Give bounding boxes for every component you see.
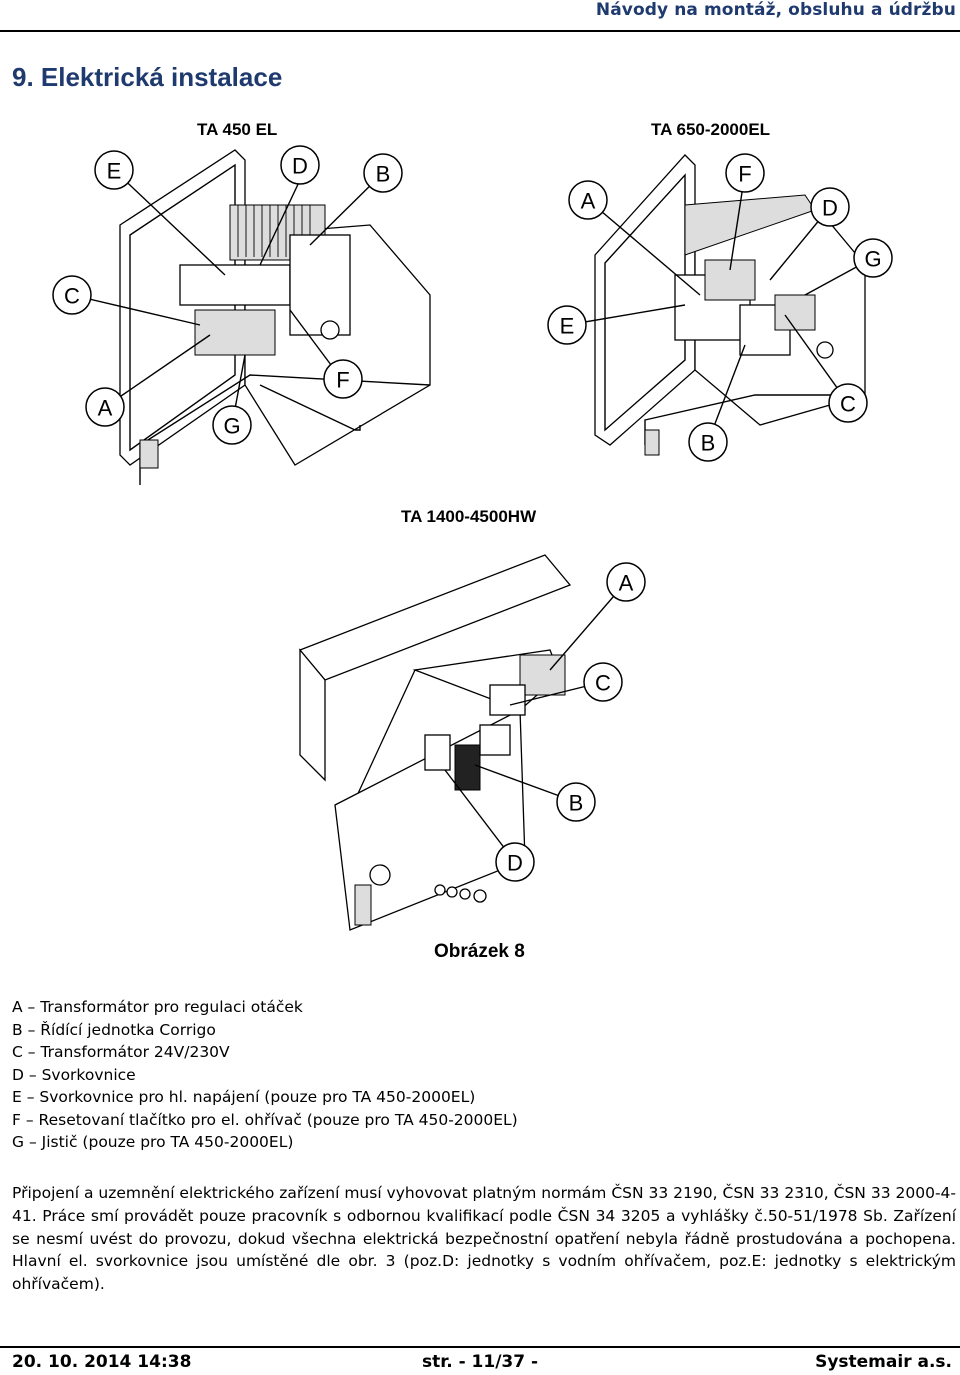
legend-row-b: B – Řídící jednotka Corrigo [12,1020,216,1039]
ta1400-callout-b: B [556,782,596,822]
ta650-callout-a: A [568,180,608,220]
legend-row-a: A – Transformátor pro regulaci otáček [12,998,303,1016]
ta650-callout-g: G [853,238,893,278]
installation-paragraph: Připojení a uzemnění elektrického zaříze… [12,1184,956,1294]
ta450-callout-b: B [363,153,403,193]
ta650-callout-d: D [810,187,850,227]
svg-text:D: D [292,154,308,179]
svg-text:D: D [507,851,523,876]
ta650-callout-f: F [725,153,765,193]
footer-company: Systemair a.s. [815,1352,952,1372]
footer-date: 20. 10. 2014 14:38 [12,1352,192,1372]
svg-text:E: E [107,159,122,184]
section-title: 9. Elektrická instalace [12,62,283,92]
svg-text:D: D [822,196,838,221]
header-divider [0,30,960,32]
svg-text:F: F [738,162,751,187]
svg-text:C: C [840,392,856,417]
legend-row-c: C – Transformátor 24V/230V [12,1043,230,1061]
legend-row-e: E – Svorkovnice pro hl. napájení (pouze … [12,1088,476,1106]
legend-row-g: G – Jistič (pouze pro TA 450-2000EL) [12,1133,294,1151]
document-header-title: Návody na montáž, obsluhu a údržbu [595,0,956,20]
ta1400-callout-c: C [583,662,623,702]
component-legend: A – Transformátor pro regulaci otáček B … [12,996,518,1154]
drawing-ta1400: A C B D [298,554,646,931]
svg-text:C: C [595,671,611,696]
legend-row-f: F – Resetovaní tlačítko pro el. ohřívač … [12,1110,518,1129]
footer-page-number: str. - 11/37 - [422,1352,539,1372]
ta450-components [179,204,351,356]
svg-text:B: B [376,162,391,187]
ta1400-components [369,654,566,903]
figure-label-ta650: TA 650-2000EL [651,120,771,139]
ta650-callout-c: C [828,383,868,423]
ta450-callout-e: E [94,150,134,190]
ta450-callout-a: A [85,387,125,427]
figure-caption: Obrázek 8 [434,941,525,962]
ta650-callout-b: B [688,422,728,462]
ta1400-callout-a: A [606,562,646,602]
ta650-callout-e: E [547,305,587,345]
svg-text:A: A [581,189,596,214]
svg-text:G: G [864,247,881,272]
svg-text:C: C [64,284,80,309]
svg-text:G: G [223,414,240,439]
drawing-ta650: F A D G E C B [547,153,893,462]
figure-label-ta450: TA 450 EL [197,120,278,139]
ta450-callout-g: G [212,405,252,445]
ta450-callout-c: C [52,275,92,315]
ta1400-callout-d: D [495,842,535,882]
svg-text:B: B [701,431,716,456]
footer-divider [0,1346,960,1348]
figure-label-ta1400: TA 1400-4500HW [401,507,537,526]
svg-text:A: A [619,571,634,596]
drawing-ta450: E D B C A G F [52,145,431,485]
ta450-callout-f: F [323,359,363,399]
legend-row-d: D – Svorkovnice [12,1065,136,1084]
svg-text:A: A [98,396,113,421]
svg-text:F: F [336,368,349,393]
ta450-callout-d: D [280,145,320,185]
svg-text:B: B [569,791,584,816]
svg-text:E: E [560,314,575,339]
